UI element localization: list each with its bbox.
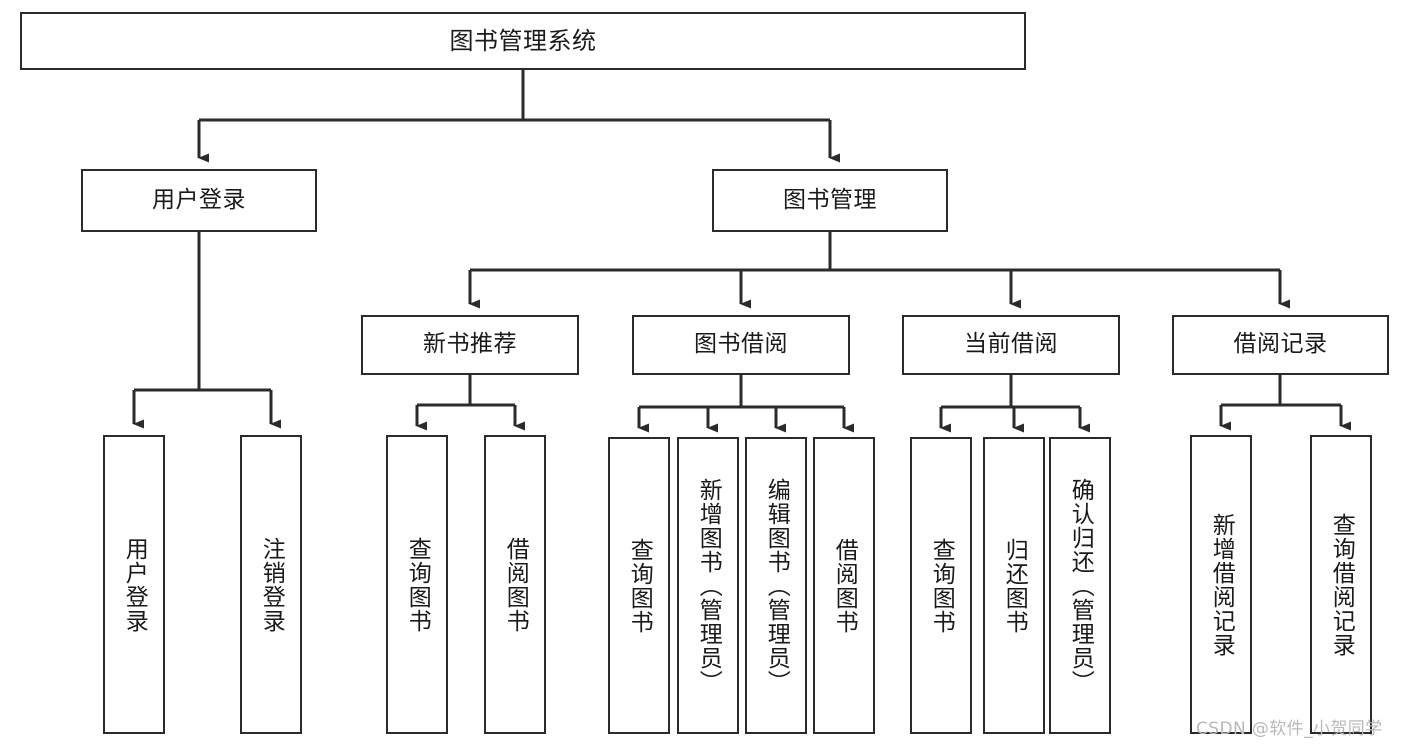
leaf-query-book-recommend[interactable]: 查询图书 bbox=[386, 435, 448, 734]
node-root-label: 图书管理系统 bbox=[449, 26, 597, 55]
connectors-user-login bbox=[132, 232, 281, 429]
leaf-edit-book-admin-label: 编辑图书（管理员） bbox=[763, 477, 790, 694]
leaf-query-book-current-label: 查询图书 bbox=[928, 537, 955, 634]
connectors-book-mgmt bbox=[468, 232, 1290, 309]
connectors-new-book bbox=[415, 375, 525, 431]
connectors-current-borrow bbox=[939, 375, 1090, 433]
node-user-login[interactable]: 用户登录 bbox=[81, 169, 317, 232]
csdn-watermark: CSDN @软件_小贺同学 bbox=[1196, 719, 1383, 739]
leaf-edit-book-admin[interactable]: 编辑图书（管理员） bbox=[745, 437, 807, 734]
leaf-borrow-book-label: 借阅图书 bbox=[831, 537, 858, 634]
leaf-logout[interactable]: 注销登录 bbox=[240, 435, 302, 734]
leaf-query-book-recommend-label: 查询图书 bbox=[404, 536, 431, 633]
leaf-borrow-book-recommend[interactable]: 借阅图书 bbox=[484, 435, 546, 734]
node-book-management-label: 图书管理 bbox=[783, 186, 877, 213]
node-user-login-label: 用户登录 bbox=[152, 186, 246, 213]
node-new-book-recommend[interactable]: 新书推荐 bbox=[361, 315, 579, 375]
leaf-borrow-book[interactable]: 借阅图书 bbox=[813, 437, 875, 734]
leaf-user-login[interactable]: 用户登录 bbox=[103, 435, 165, 734]
leaf-return-book-label: 归还图书 bbox=[1001, 537, 1028, 634]
node-root[interactable]: 图书管理系统 bbox=[20, 12, 1026, 70]
leaf-add-book-admin-label: 新增图书（管理员） bbox=[695, 477, 722, 694]
leaf-logout-label: 注销登录 bbox=[258, 536, 285, 633]
leaf-query-borrow-record-label: 查询借阅记录 bbox=[1328, 512, 1355, 657]
leaf-confirm-return-admin-label: 确认归还（管理员） bbox=[1067, 477, 1094, 694]
leaf-user-login-label: 用户登录 bbox=[121, 536, 148, 633]
leaf-query-book-borrow[interactable]: 查询图书 bbox=[608, 437, 670, 734]
node-borrow-records-label: 借阅记录 bbox=[1233, 331, 1328, 358]
leaf-query-book-borrow-label: 查询图书 bbox=[626, 537, 653, 634]
node-current-borrow[interactable]: 当前借阅 bbox=[902, 315, 1120, 375]
leaf-add-borrow-record[interactable]: 新增借阅记录 bbox=[1190, 435, 1252, 734]
leaf-return-book[interactable]: 归还图书 bbox=[983, 437, 1045, 734]
node-borrow-records[interactable]: 借阅记录 bbox=[1172, 315, 1389, 375]
leaf-borrow-book-recommend-label: 借阅图书 bbox=[502, 536, 529, 633]
connectors-borrow bbox=[637, 375, 854, 433]
node-book-borrow-label: 图书借阅 bbox=[694, 331, 788, 358]
leaf-add-book-admin[interactable]: 新增图书（管理员） bbox=[677, 437, 739, 734]
node-book-management[interactable]: 图书管理 bbox=[712, 169, 948, 232]
leaf-confirm-return-admin[interactable]: 确认归还（管理员） bbox=[1049, 437, 1111, 734]
leaf-add-borrow-record-label: 新增借阅记录 bbox=[1208, 512, 1235, 657]
connectors-records bbox=[1219, 375, 1351, 431]
node-current-borrow-label: 当前借阅 bbox=[964, 331, 1058, 358]
leaf-query-borrow-record[interactable]: 查询借阅记录 bbox=[1310, 435, 1372, 734]
node-new-book-recommend-label: 新书推荐 bbox=[423, 331, 517, 358]
node-book-borrow[interactable]: 图书借阅 bbox=[632, 315, 850, 375]
leaf-query-book-current[interactable]: 查询图书 bbox=[910, 437, 972, 734]
connectors-root bbox=[197, 70, 840, 163]
